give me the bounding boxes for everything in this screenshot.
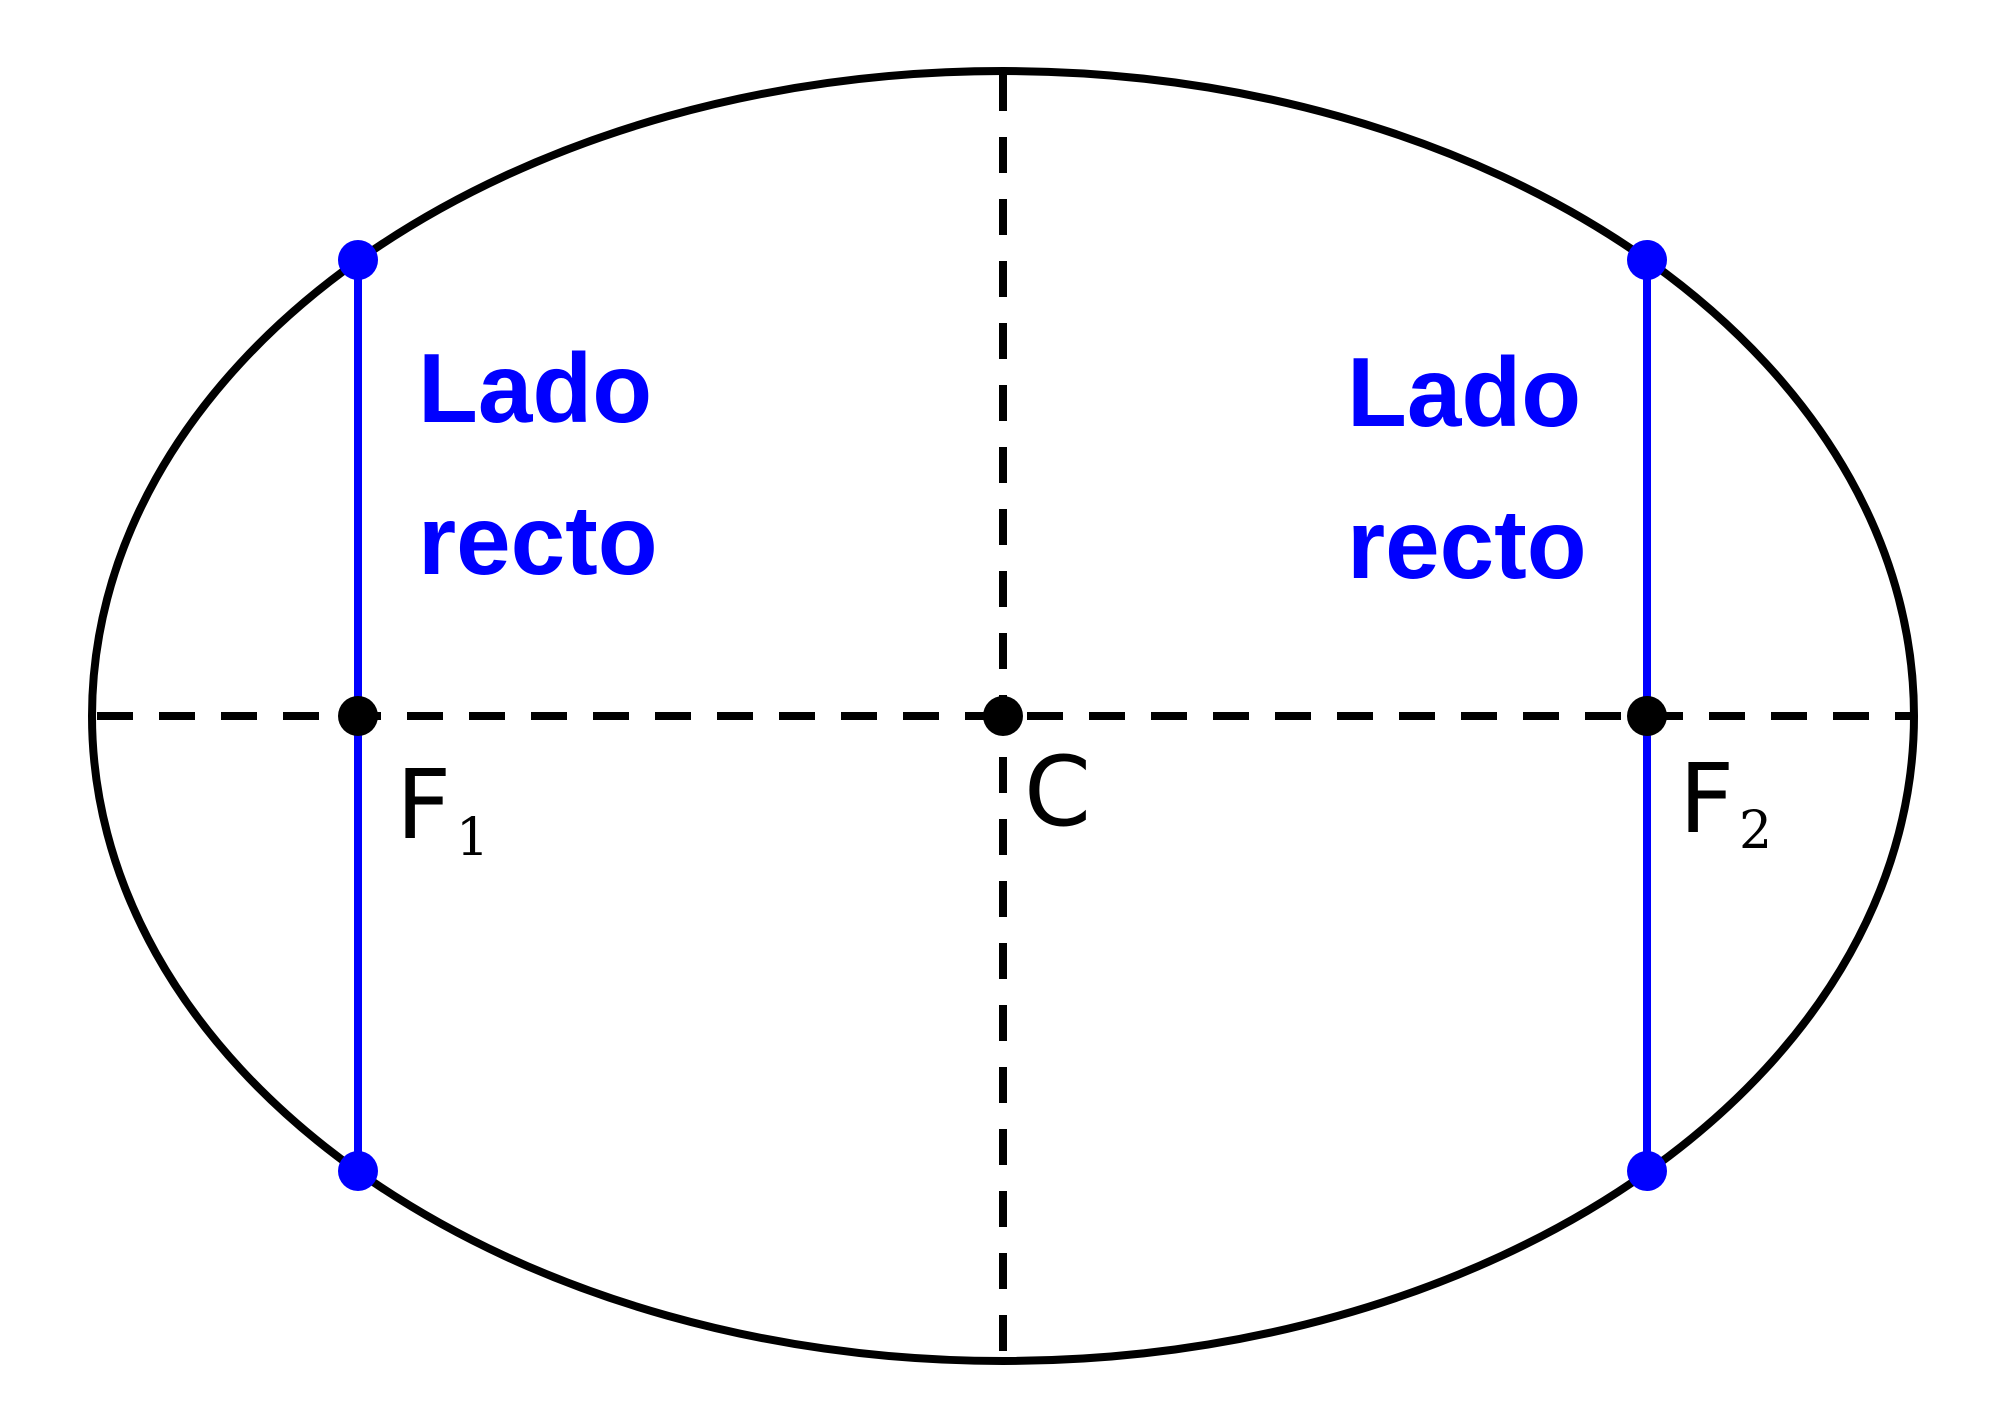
left-latus-label-line1: Lado xyxy=(418,333,652,443)
left-latus-label-line2: recto xyxy=(418,485,658,595)
focus1-subscript: 1 xyxy=(456,808,489,868)
latus-endpoint-top-right xyxy=(1627,240,1667,280)
focus1-label: F xyxy=(396,749,451,861)
right-latus-label-line2: recto xyxy=(1347,489,1587,599)
center-point xyxy=(983,696,1023,736)
center-label: C xyxy=(1024,736,1091,848)
latus-endpoint-bottom-right xyxy=(1627,1151,1667,1191)
ellipse-curve xyxy=(88,67,1918,1365)
focus1-point xyxy=(338,696,378,736)
latus-endpoint-bottom-left xyxy=(338,1151,378,1191)
latus-endpoint-top-left xyxy=(338,240,378,280)
focus2-label: F xyxy=(1679,743,1734,855)
right-latus-label-line1: Lado xyxy=(1347,337,1581,447)
focus2-subscript: 2 xyxy=(1739,801,1772,861)
focus2-point xyxy=(1627,696,1667,736)
